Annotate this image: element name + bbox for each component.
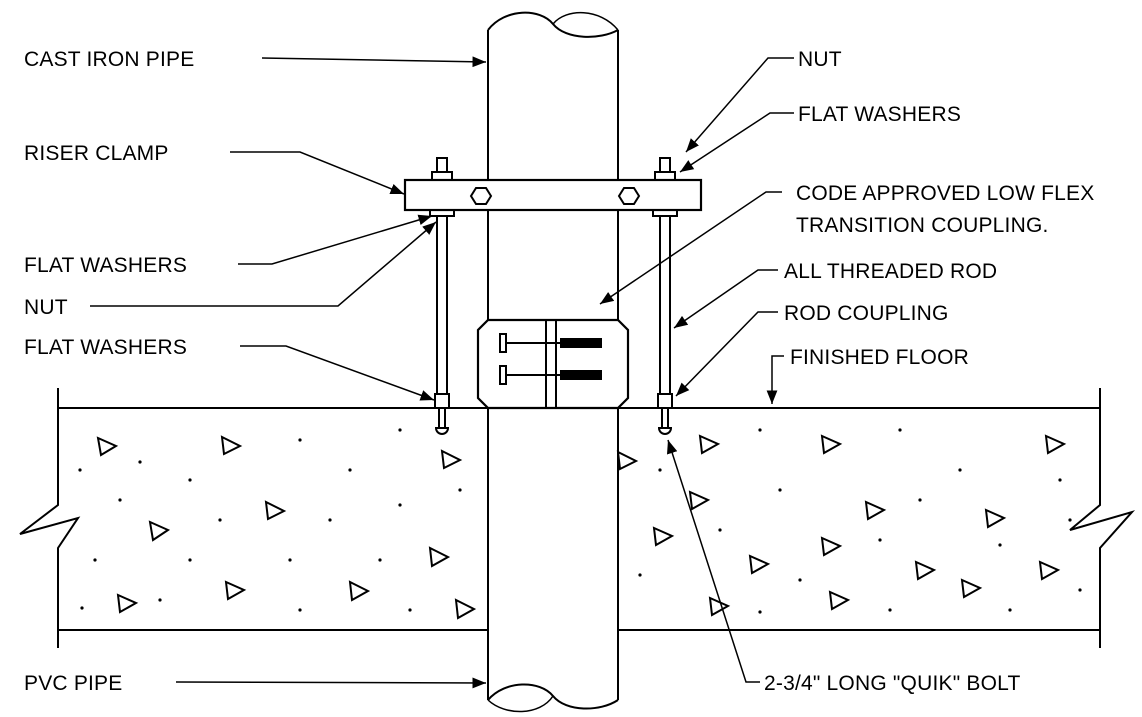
aggregate-pattern [96,434,1067,620]
label-rod-coupling: ROD COUPLING [784,302,949,325]
label-quik-bolt: 2-3/4" LONG "QUIK" BOLT [764,672,1020,695]
right-break-line [1069,388,1136,648]
label-nut-left: NUT [24,296,68,319]
label-finished-floor: FINISHED FLOOR [790,346,969,369]
concrete-slab [19,388,1136,648]
label-coupling-line2: TRANSITION COUPLING. [796,214,1049,237]
label-flat-washers-left-upper: FLAT WASHERS [24,254,187,277]
right-rod-assembly [652,157,678,435]
transition-coupling [476,318,630,410]
label-threaded-rod: ALL THREADED ROD [784,260,997,283]
clamp-bolt-head-left [469,187,493,205]
clamp-bolt-head-right [617,187,641,205]
aggregate-dots [78,428,1082,614]
left-break-line [19,388,81,648]
label-flat-washers-right: FLAT WASHERS [798,103,961,126]
label-nut-right: NUT [798,48,842,71]
left-rod-assembly [429,157,455,435]
leaders [90,56,794,689]
pipe-bottom-break [487,683,619,710]
label-coupling-line1: CODE APPROVED LOW FLEX [796,182,1094,205]
label-riser-clamp: RISER CLAMP [24,142,169,165]
label-flat-washers-left-lower: FLAT WASHERS [24,336,187,359]
label-cast-iron-pipe: CAST IRON PIPE [24,48,194,71]
label-pvc-pipe: PVC PIPE [24,672,122,695]
riser-clamp [403,178,703,212]
